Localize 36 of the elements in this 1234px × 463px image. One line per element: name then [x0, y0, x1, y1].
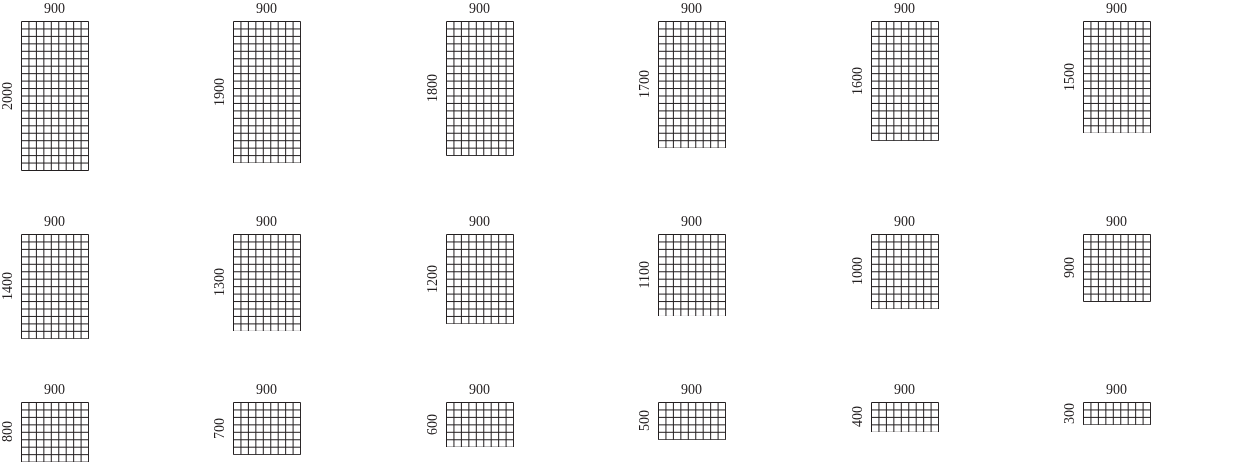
height-dimension: 1300	[213, 268, 227, 297]
height-dimension: 700	[213, 417, 227, 439]
width-dimension: 900	[1106, 215, 1127, 229]
height-dimension: 1600	[851, 66, 865, 95]
height-dimension: 1000	[851, 257, 865, 286]
width-dimension: 900	[44, 2, 65, 16]
height-dimension: 1500	[1063, 62, 1077, 91]
width-dimension: 900	[256, 215, 277, 229]
width-dimension: 900	[1106, 383, 1127, 397]
height-dimension: 400	[851, 406, 865, 428]
height-dimension: 1800	[426, 74, 440, 103]
height-dimension: 1900	[213, 77, 227, 106]
width-dimension: 900	[44, 383, 65, 397]
width-dimension: 900	[894, 383, 915, 397]
height-dimension: 500	[638, 410, 652, 432]
height-dimension: 300	[1063, 402, 1077, 424]
height-dimension: 900	[1063, 257, 1077, 278]
width-dimension: 900	[894, 2, 915, 16]
width-dimension: 900	[469, 2, 490, 16]
height-dimension: 1200	[426, 264, 440, 293]
height-dimension: 2000	[1, 81, 15, 110]
width-dimension: 900	[256, 383, 277, 397]
width-dimension: 900	[469, 383, 490, 397]
width-dimension: 900	[894, 215, 915, 229]
height-dimension: 1700	[638, 70, 652, 99]
width-dimension: 900	[256, 2, 277, 16]
width-dimension: 900	[681, 215, 702, 229]
width-dimension: 900	[469, 215, 490, 229]
height-dimension: 600	[426, 413, 440, 435]
width-dimension: 900	[681, 2, 702, 16]
width-dimension: 900	[681, 383, 702, 397]
height-dimension: 800	[1, 421, 15, 443]
height-dimension: 1100	[638, 261, 652, 289]
height-dimension: 1400	[1, 272, 15, 301]
width-dimension: 900	[44, 215, 65, 229]
width-dimension: 900	[1106, 2, 1127, 16]
